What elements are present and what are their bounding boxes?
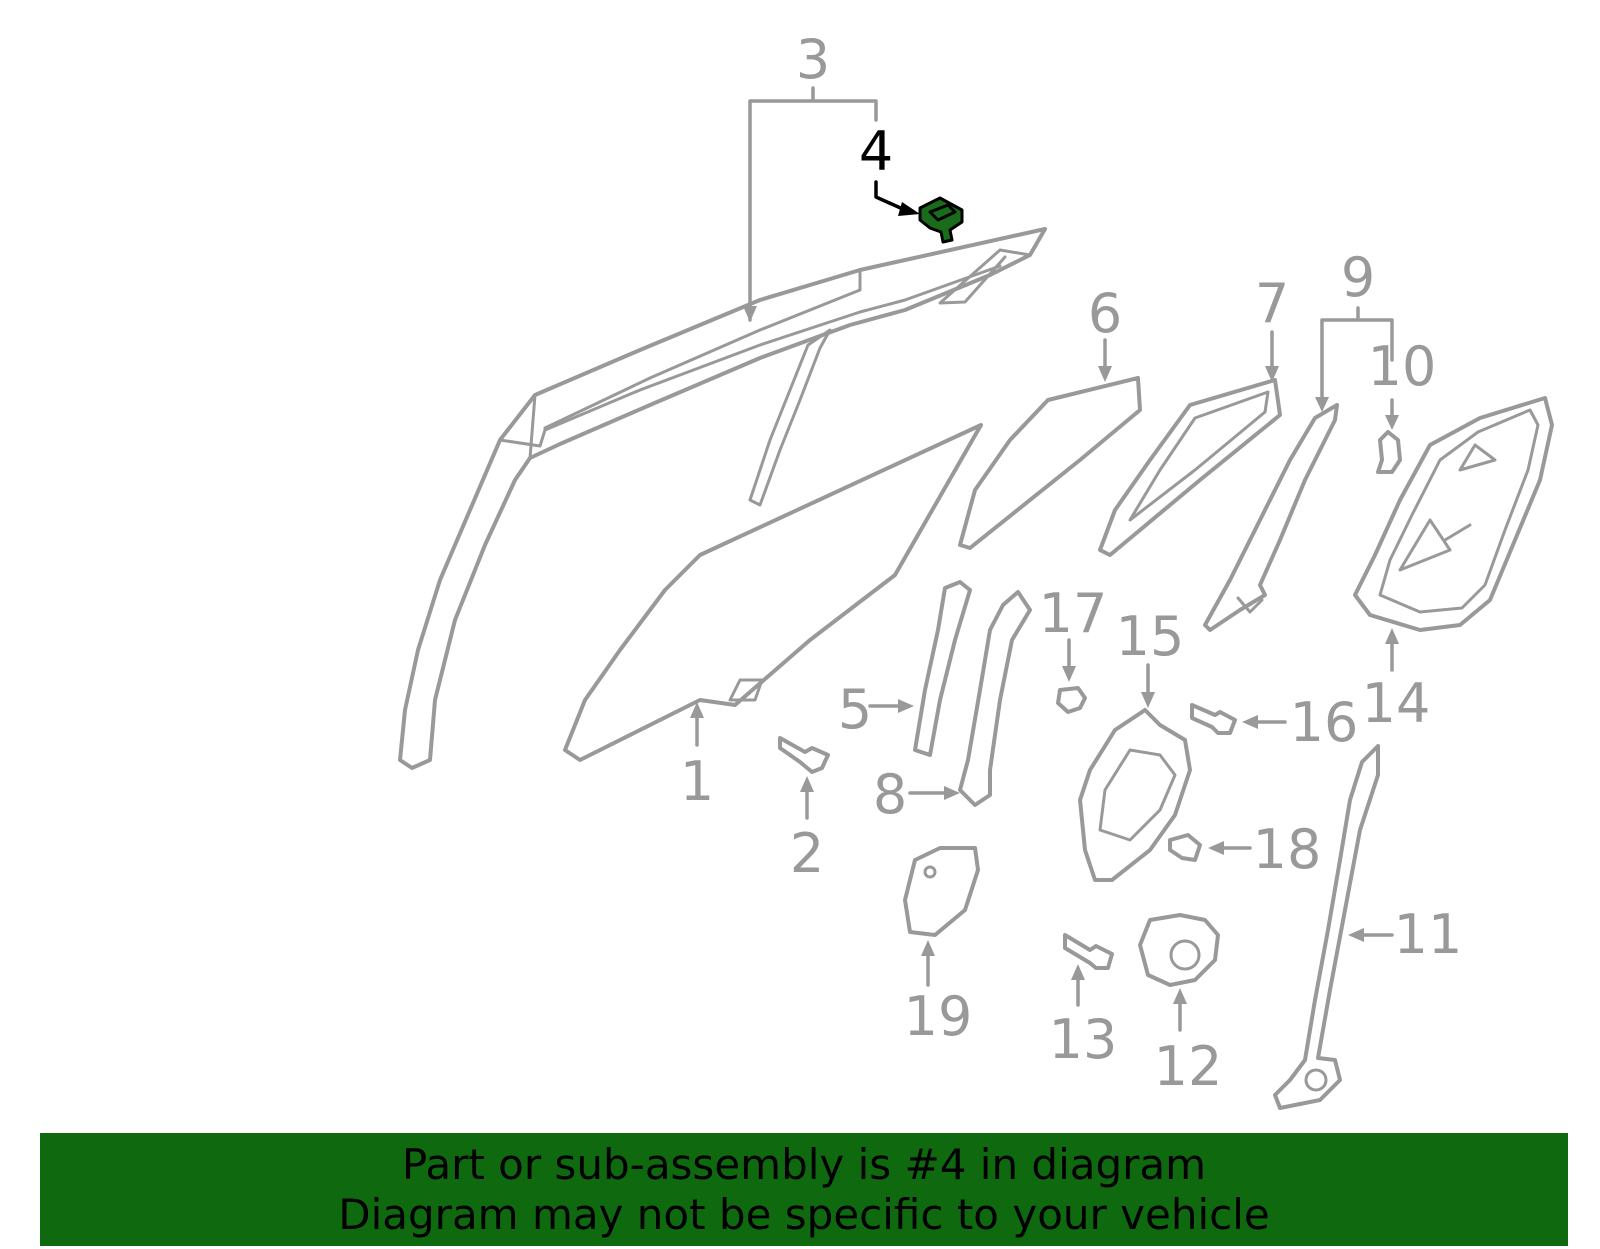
leader-4	[874, 180, 907, 212]
arrowhead-14	[1385, 628, 1399, 644]
leader-lines	[690, 86, 1399, 1032]
callout-13: 13	[1049, 1008, 1118, 1071]
callout-18: 18	[1253, 818, 1322, 881]
part-2-bolt[interactable]	[778, 736, 830, 774]
arrowhead-12	[1173, 988, 1187, 1004]
arrowhead-15	[1141, 692, 1155, 708]
callout-8: 8	[873, 763, 907, 826]
part-9-run-channel[interactable]	[1203, 403, 1339, 632]
part-18-clip[interactable]	[1168, 833, 1202, 862]
part-14-inner-panel[interactable]	[1353, 396, 1554, 632]
callout-16: 16	[1290, 691, 1359, 754]
part-7-quarter-frame[interactable]	[1098, 378, 1282, 557]
arrowhead-10	[1385, 415, 1399, 430]
callout-7: 7	[1255, 272, 1289, 335]
part-16-bolt[interactable]	[1190, 703, 1237, 735]
part-12-window-motor[interactable]	[1138, 913, 1220, 987]
callout-1: 1	[680, 750, 714, 813]
callout-17: 17	[1039, 582, 1108, 645]
callout-10: 10	[1368, 335, 1437, 398]
part-5-guide-channel[interactable]	[913, 580, 972, 757]
callout-4[interactable]: 4	[859, 120, 893, 183]
arrowhead-9	[1315, 397, 1329, 412]
part-11-regulator[interactable]	[1273, 744, 1380, 1110]
callout-labels: 3 4 1 2 5 6 7 8 9 10 11 12 13 14 15 16 1…	[680, 28, 1463, 1098]
info-banner: Part or sub-assembly is #4 in diagram Di…	[40, 1133, 1568, 1246]
arrowhead-4	[898, 202, 920, 216]
callout-3: 3	[796, 28, 830, 91]
callout-5: 5	[838, 678, 872, 741]
arrowhead-11	[1348, 928, 1364, 942]
arrowhead-7	[1265, 366, 1279, 382]
part-10-clip[interactable]	[1376, 430, 1402, 474]
banner-line-2: Diagram may not be specific to your vehi…	[338, 1189, 1270, 1239]
callout-14: 14	[1362, 672, 1431, 735]
arrowhead-1	[690, 702, 704, 718]
callout-6: 6	[1088, 282, 1122, 345]
callout-9: 9	[1341, 246, 1375, 309]
part-17-grommet[interactable]	[1056, 686, 1087, 714]
part-1-door-glass[interactable]	[563, 423, 983, 762]
arrowhead-2	[800, 776, 814, 792]
part-8-rear-guide[interactable]	[958, 590, 1032, 807]
arrowhead-17	[1062, 666, 1076, 682]
arrowhead-8	[944, 786, 960, 800]
part-6-fixed-glass[interactable]	[958, 376, 1142, 550]
part-19-water-shield[interactable]	[903, 846, 980, 937]
arrowhead-18	[1208, 841, 1224, 855]
arrowhead-6	[1098, 366, 1112, 382]
arrowhead-16	[1242, 715, 1258, 729]
part-4-sash-clip[interactable]	[918, 196, 964, 244]
callout-15: 15	[1116, 605, 1185, 668]
arrowhead-13	[1071, 964, 1085, 980]
banner-line-1: Part or sub-assembly is #4 in diagram	[401, 1139, 1207, 1189]
arrowhead-19	[921, 940, 935, 956]
callout-19: 19	[904, 985, 973, 1048]
callout-12: 12	[1154, 1035, 1223, 1098]
part-15-motor-bracket[interactable]	[1078, 708, 1192, 882]
arrowhead-5	[898, 699, 914, 713]
part-13-bolt[interactable]	[1063, 933, 1114, 970]
leader-3	[748, 86, 878, 322]
callout-11: 11	[1394, 903, 1463, 966]
callout-2: 2	[790, 822, 824, 885]
part-3-door-sash[interactable]	[398, 227, 1047, 770]
leader-9	[1320, 306, 1394, 402]
arrowhead-3	[743, 306, 757, 322]
